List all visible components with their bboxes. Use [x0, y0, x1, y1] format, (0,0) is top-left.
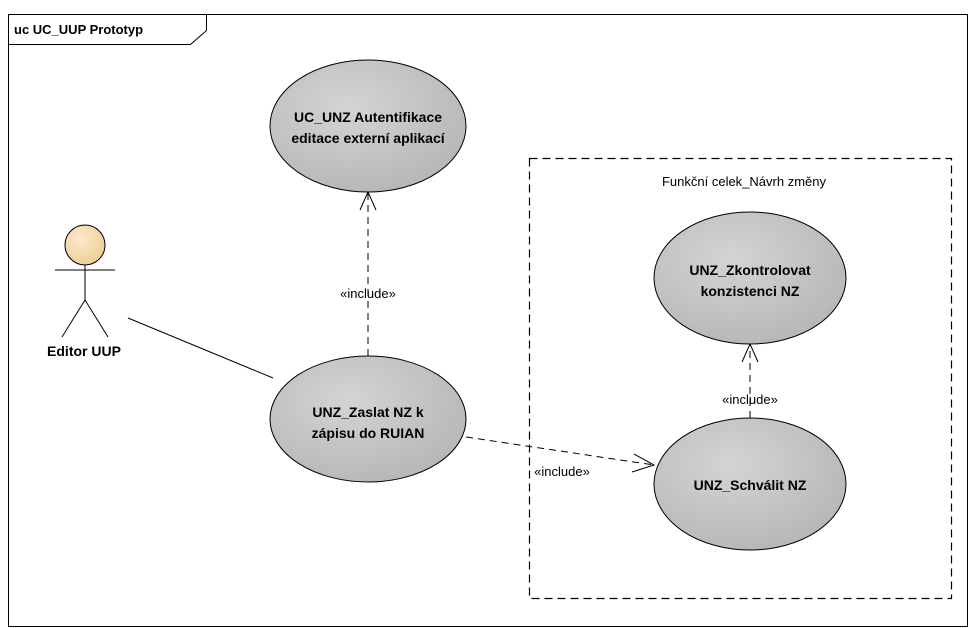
actor-name: Editor UUP	[47, 343, 121, 359]
use-case-label-line1: UNZ_Zkontrolovat	[689, 262, 811, 278]
include-relation-zkontrolovat: «include»	[722, 342, 778, 418]
use-case-label: UNZ_Schválit NZ	[694, 477, 807, 493]
system-boundary: Funkční celek_Návrh změny	[528, 157, 953, 600]
use-case-label-line2: zápisu do RUIAN	[312, 425, 425, 441]
frame-title: uc UC_UUP Prototyp	[14, 22, 143, 37]
system-boundary-label: Funkční celek_Návrh změny	[662, 174, 827, 189]
include-label: «include»	[340, 286, 396, 301]
frame-title-tab	[8, 14, 207, 45]
use-case-autentifikace[interactable]: UC_UNZ Autentifikace editace externí apl…	[269, 59, 467, 193]
include-relation-schvalit: «include»	[465, 436, 656, 479]
use-case-zaslat[interactable]: UNZ_Zaslat NZ k zápisu do RUIAN	[269, 355, 467, 483]
association-line	[127, 317, 274, 379]
use-case-label-line2: editace externí aplikací	[291, 130, 445, 146]
include-relation-autentifikace: «include»	[340, 190, 396, 356]
use-case-zkontrolovat[interactable]: UNZ_Zkontrolovat konzistenci NZ	[653, 211, 847, 345]
include-label: «include»	[722, 392, 778, 407]
use-case-label-line2: konzistenci NZ	[701, 283, 800, 299]
actor-head	[64, 224, 106, 266]
use-case-label-line1: UC_UNZ Autentifikace	[294, 109, 442, 125]
actor-editor-uup[interactable]: Editor UUP	[47, 224, 121, 359]
diagram-frame: uc UC_UUP Prototyp	[8, 14, 968, 627]
include-label: «include»	[534, 464, 590, 479]
use-case-schvalit[interactable]: UNZ_Schválit NZ	[653, 417, 847, 551]
use-case-label-line1: UNZ_Zaslat NZ k	[312, 404, 423, 420]
